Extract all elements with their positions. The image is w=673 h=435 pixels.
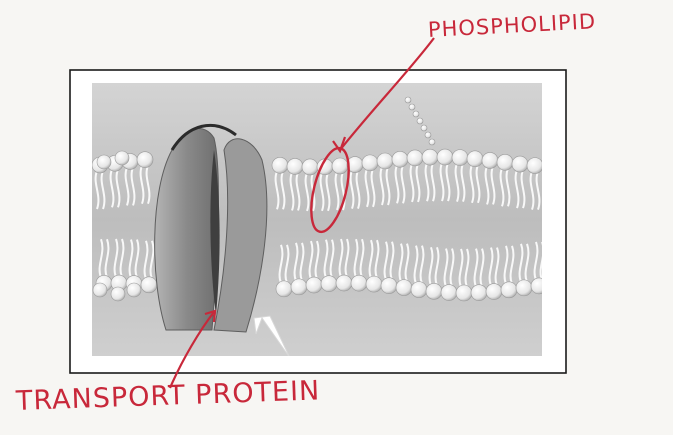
lipid-head — [429, 139, 435, 145]
membrane-illustration — [92, 83, 547, 358]
lipid-head — [137, 152, 153, 168]
lipid-head — [497, 154, 513, 170]
lipid-head — [115, 151, 129, 165]
lipid-head — [336, 275, 352, 291]
lipid-head — [272, 157, 288, 173]
lipid-head — [407, 150, 423, 166]
lipid-head — [302, 159, 318, 175]
lipid-head — [291, 279, 307, 295]
lipid-head — [452, 150, 468, 166]
lipid-head — [93, 283, 107, 297]
lipid-head — [411, 282, 427, 298]
lipid-head — [422, 149, 438, 165]
lipid-head — [287, 158, 303, 174]
lipid-head — [405, 97, 411, 103]
lipid-head — [437, 149, 453, 165]
lipid-head — [381, 278, 397, 294]
lipid-head — [467, 151, 483, 167]
lipid-head — [471, 285, 487, 301]
lipid-head — [425, 132, 431, 138]
lipid-head — [141, 277, 157, 293]
lipid-head — [276, 281, 292, 297]
lipid-head — [501, 282, 517, 298]
lipid-head — [396, 280, 412, 296]
lipid-head — [417, 118, 423, 124]
lipid-head — [413, 111, 419, 117]
lipid-head — [97, 155, 111, 169]
lipid-head — [362, 155, 378, 171]
lipid-head — [486, 284, 502, 300]
lipid-head — [441, 285, 457, 301]
lipid-head — [332, 158, 348, 174]
lipid-head — [127, 283, 141, 297]
lipid-head — [516, 280, 532, 296]
transport-protein — [155, 125, 267, 332]
lipid-head — [392, 151, 408, 167]
lipid-head — [366, 276, 382, 292]
lipid-head — [512, 156, 528, 172]
lipid-head — [527, 158, 543, 174]
lipid-head — [426, 283, 442, 299]
lipid-head — [111, 287, 125, 301]
lipid-head — [377, 153, 393, 169]
lipid-head — [351, 275, 367, 291]
lipid-head — [409, 104, 415, 110]
lipid-head — [321, 276, 337, 292]
lipid-head — [421, 125, 427, 131]
lipid-head — [456, 285, 472, 301]
lipid-head — [482, 152, 498, 168]
lipid-head — [306, 277, 322, 293]
